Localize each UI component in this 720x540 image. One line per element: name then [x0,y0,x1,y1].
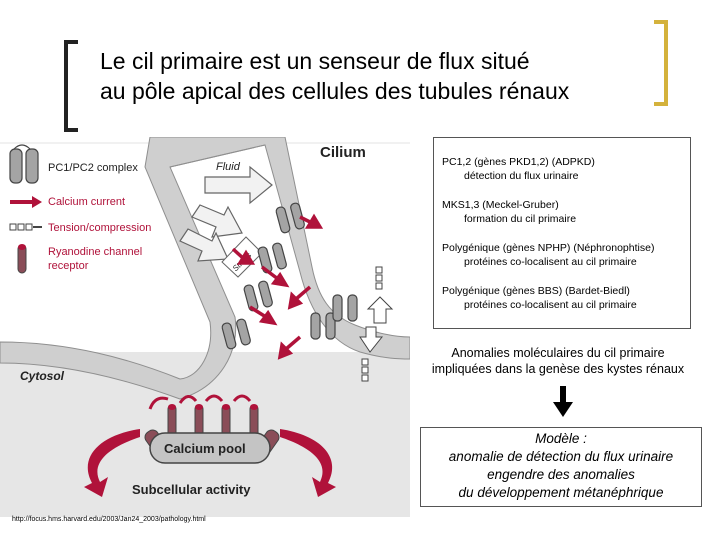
fluid-arrow-1 [191,204,243,238]
legend-tension: Tension/compression [48,222,151,234]
gene-list-box: PC1,2 (gènes PKD1,2) (ADPKD) détection du… [433,137,691,329]
gene-item: Polygénique (gènes NPHP) (Néphronophtise… [442,241,684,269]
cilium-calcium-arrows [231,213,324,360]
gene-name: Polygénique (gènes NPHP) (Néphronophtise… [442,242,655,254]
gene-description: protéines co-localisent au cil primaire [464,256,637,268]
fluid-arrow-2 [179,228,229,262]
anomalies-caption: Anomalies moléculaires du cil primaire i… [408,345,708,377]
gene-item: MKS1,3 (Meckel-Gruber) formation du cil p… [442,198,684,226]
right-bracket [654,20,668,106]
anomalies-line-1: Anomalies moléculaires du cil primaire [451,346,665,360]
model-line-1: Modèle : [535,431,587,446]
legend-ryanodine-2: receptor [48,260,89,272]
calcium-pool [149,432,271,464]
ryanodine-icon [17,244,27,274]
gene-name: PC1,2 (gènes PKD1,2) (ADPKD) [442,156,595,168]
gene-item: PC1,2 (gènes PKD1,2) (ADPKD) détection du… [442,155,684,183]
calcium-current-icon [10,196,42,208]
ryanodine-receptors [148,394,259,438]
title-line-1: Le cil primaire est un senseur de flux s… [100,48,530,74]
slide-title: Le cil primaire est un senseur de flux s… [100,46,660,106]
gene-description: détection du flux urinaire [464,170,579,182]
fluid-arrow-large [204,165,273,205]
down-arrow-icon [553,386,573,417]
subcellular-label: Subcellular activity [132,482,251,497]
tension-icon [9,223,42,231]
model-line-4: du développement métanéphrique [458,485,664,500]
calcium-release-arrow-right [280,429,336,497]
cilium-figure: PC1/PC2 complex Calcium current Tension/… [0,137,410,517]
fluid-label: Fluid [216,161,241,173]
left-bracket [64,40,78,132]
legend-ryanodine-1: Ryanodine channel [48,246,142,258]
cell-membrane [0,137,410,400]
model-line-2: anomalie de détection du flux urinaire [448,449,674,464]
calcium-release-arrow-left [84,429,140,497]
gene-description: protéines co-localisent au cil primaire [464,299,637,311]
calcium-pool-label: Calcium pool [164,441,246,456]
gene-name: MKS1,3 (Meckel-Gruber) [442,199,559,211]
pc-complex-icon [9,144,39,184]
anomalies-line-2: impliquées dans la genèse des kystes rén… [431,362,685,376]
cilium-pc-complexes [221,202,358,350]
compression-arrow-down [359,326,384,353]
source-url[interactable]: http://focus.hms.harvard.edu/2003/Jan24_… [12,516,206,523]
cytosol-label: Cytosol [20,369,65,383]
compression-arrow-up [366,296,394,324]
gene-item: Polygénique (gènes BBS) (Bardet-Biedl) pr… [442,284,684,312]
legend-pc-complex: PC1/PC2 complex [48,162,138,174]
cilium-label: Cilium [320,144,366,161]
gene-description: formation du cil primaire [464,213,577,225]
gene-name: Polygénique (gènes BBS) (Bardet-Biedl) [442,285,630,297]
model-box: Modèle : anomalie de détection du flux u… [420,427,702,507]
tension-markers [361,266,383,382]
model-line-3: engendre des anomalies [487,467,635,482]
title-line-2: au pôle apical des cellules des tubules … [100,78,570,104]
legend-calcium-current: Calcium current [48,196,125,208]
